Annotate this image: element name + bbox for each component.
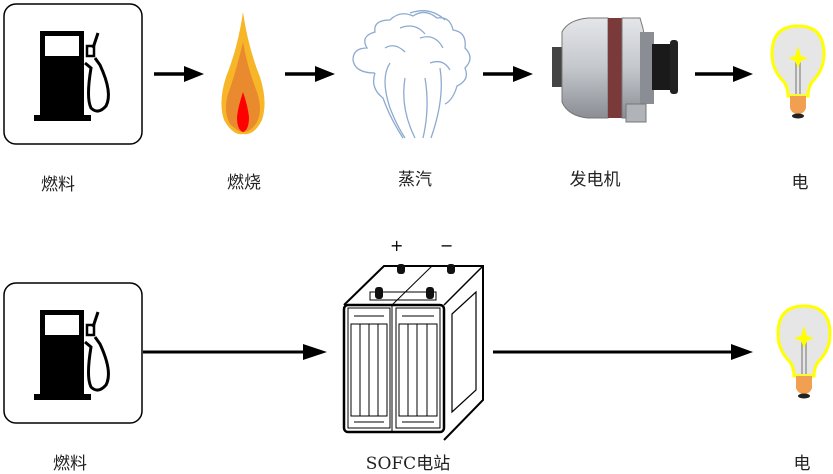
light-bulb-icon xyxy=(776,304,832,399)
arrow xyxy=(695,66,753,82)
node-label-fuel: 燃料 xyxy=(53,454,87,474)
node-label-electricity: 电 xyxy=(793,454,811,474)
fuel-cell-stack-icon xyxy=(342,264,484,441)
node-label-steam: 蒸汽 xyxy=(398,170,432,190)
arrow xyxy=(154,66,204,82)
arrow xyxy=(143,344,327,360)
negative-terminal-label: − xyxy=(440,236,454,255)
positive-terminal-label: + xyxy=(390,236,404,255)
fuel-pump-icon xyxy=(3,282,143,424)
node-label-sofc-station: SOFC电站 xyxy=(365,454,451,474)
arrow xyxy=(285,66,335,82)
node-label-fuel: 燃料 xyxy=(41,175,75,195)
light-bulb-icon xyxy=(770,24,826,119)
node-label-generator: 发电机 xyxy=(569,170,621,190)
steam-cloud-icon xyxy=(352,10,471,139)
node-label-electricity: 电 xyxy=(791,173,809,193)
generator-icon xyxy=(552,17,678,123)
fuel-pump-icon xyxy=(3,3,143,145)
arrow xyxy=(493,344,753,360)
arrow xyxy=(483,66,533,82)
flame-icon xyxy=(221,12,265,135)
node-label-combustion: 燃烧 xyxy=(227,173,261,193)
